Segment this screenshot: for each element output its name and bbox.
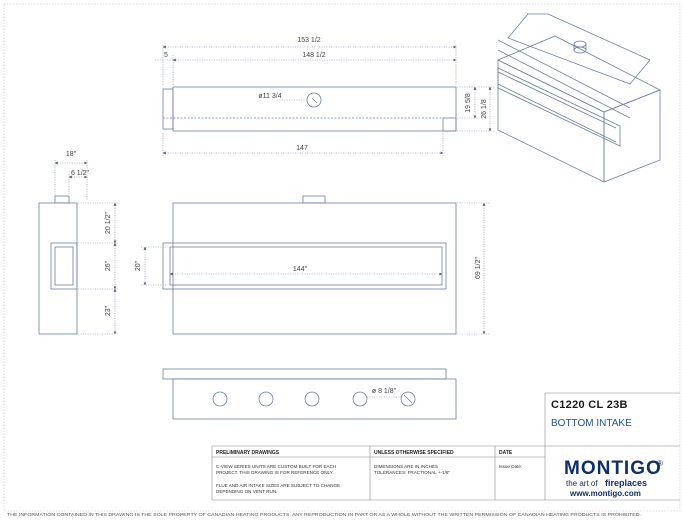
dim-intake-hole: ø 8 1/8" [372,388,397,395]
property-notice: THE INFORMATION CONTAINED IN THIS DRAWIN… [7,512,641,517]
intake-hole-3 [304,391,320,407]
dim-upper-height: 20 1/2" [105,212,112,234]
top-view-end-cap [162,88,174,130]
dim-lower-height: 23" [105,305,112,316]
intake-hole-4 [352,391,368,407]
logo-url: www.montigo.com [569,489,641,498]
dim-flue-hole: ø11 3/4 [258,93,281,100]
isometric-view [497,13,661,183]
dim-front-overall-height: 69 1/2" [475,257,482,279]
date-header: DATE [499,450,513,456]
logo-brand: MONTIGO [564,458,662,479]
drawing-subtitle: BOTTOM INTAKE [551,418,632,429]
dim-front-opening-width: 144" [293,266,308,273]
page-border [3,3,681,512]
dim-depth-inner: 19 5/8 [465,93,472,113]
top-view [162,86,457,132]
logo-tagline-pre: the art of [566,479,598,488]
intake-hole-5 [400,391,416,407]
dim-overall-width: 153 1/2 [297,37,320,44]
preliminary-line-4: DEPENDING ON VENT RUN. [216,489,277,494]
preliminary-line-2: PROJECT. THIS DRAWING IS FOR REFERENCE O… [216,470,334,475]
top-view-dimensions [155,45,495,156]
dim-bottom-width: 147 [296,145,308,152]
dim-collar-depth: 6 1/2" [71,170,90,177]
bottom-view-body [172,378,457,420]
tolerance-note: TOLERANCES: FRACTIONAL +-1/8" [374,470,450,475]
side-view-dimensions [54,160,118,335]
issue-date-label: Issue Date: [499,464,522,469]
dim-front-opening-height: 20" [135,260,142,271]
model-number: C1220 CL 23B [551,399,628,411]
front-view-dimensions [141,202,490,335]
dim-inner-width: 148 1/2 [302,52,325,59]
intake-hole-1 [212,391,228,407]
dim-side-depth: 18" [66,151,77,158]
preliminary-header: PRELIMINARY DRAWINGS [216,450,280,456]
side-view [38,195,78,335]
preliminary-line-1: C-VIEW SERIES UNITS ARE CUSTOM BUILT FOR… [216,464,336,469]
montigo-logo: MONTIGO ® the art of fireplaces www.mont… [564,458,663,498]
intake-hole-2 [258,391,274,407]
logo-tagline-word: fireplaces [605,478,647,488]
bottom-view [162,368,457,420]
dim-side-opening: 26" [105,260,112,271]
front-view-body [172,202,457,335]
dimensions-note: DIMENSIONS ARE IN INCHES [374,464,438,469]
preliminary-line-3: FLUE AND AIR INTAKE SIZES ARE SUBJECT TO… [216,483,340,488]
unless-specified-header: UNLESS OTHERWISE SPECIFIED [374,450,454,456]
side-view-body [38,202,78,335]
top-view-body [172,86,457,132]
logo-registered: ® [657,459,663,468]
dim-offset: 5 [164,52,168,59]
front-view-opening [162,242,447,290]
title-block [211,392,680,501]
front-view [162,195,457,335]
dim-depth-outer: 26 1/8 [481,99,488,119]
